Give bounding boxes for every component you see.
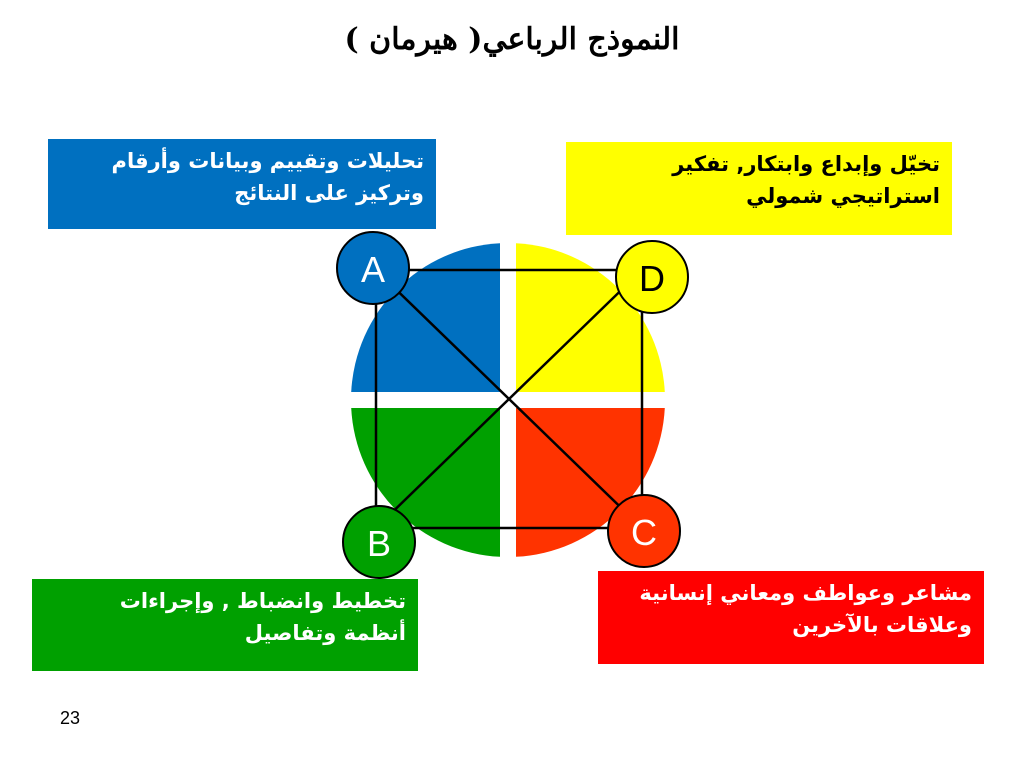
connecting-square xyxy=(374,268,644,530)
diagonal-d-to-b xyxy=(375,269,643,529)
quadrant-d-line-1: تخيّل وإبداع وابتكار, تفكير xyxy=(672,152,940,176)
node-c-circle xyxy=(607,494,681,568)
quadrant-c-line-1: مشاعر وعواطف ومعاني إنسانية xyxy=(639,581,972,605)
quadrant-b-line-1: تخطيط وانضباط , وإجراءات xyxy=(119,589,406,613)
quadrant-d-description: تخيّل وإبداع وابتكار, تفكير استراتيجي شم… xyxy=(566,142,952,235)
node-d-circle xyxy=(615,240,689,314)
node-d: D xyxy=(615,240,689,314)
node-b-circle xyxy=(342,505,416,579)
node-c: C xyxy=(607,494,681,568)
quadrant-c-wedge xyxy=(516,408,665,557)
quadrant-a-line-1: تحليلات وتقييم وبيانات وأرقام xyxy=(111,149,424,173)
node-a-circle xyxy=(336,231,410,305)
node-b: B xyxy=(342,505,416,579)
quadrant-b-line-2: أنظمة وتفاصيل xyxy=(244,621,406,645)
node-d-label: D xyxy=(639,258,665,299)
quadrant-a-line-2: وتركيز على النتائج xyxy=(234,181,424,205)
quadrant-a-description: تحليلات وتقييم وبيانات وأرقام وتركيز على… xyxy=(48,139,436,229)
node-a: A xyxy=(336,231,410,305)
node-a-label: A xyxy=(361,249,385,290)
quadrant-c-line-2: وعلاقات بالآخرين xyxy=(792,613,972,637)
quadrant-b-description: تخطيط وانضباط , وإجراءات أنظمة وتفاصيل xyxy=(32,579,418,671)
quadrant-d-line-2: استراتيجي شمولي xyxy=(746,184,940,208)
node-b-label: B xyxy=(367,523,391,564)
node-c-label: C xyxy=(631,512,657,553)
quadrant-c-description: مشاعر وعواطف ومعاني إنسانية وعلاقات بالآ… xyxy=(598,571,984,664)
page-number: 23 xyxy=(60,708,81,728)
slide-title: النموذج الرباعي( هيرمان ) xyxy=(344,22,680,57)
